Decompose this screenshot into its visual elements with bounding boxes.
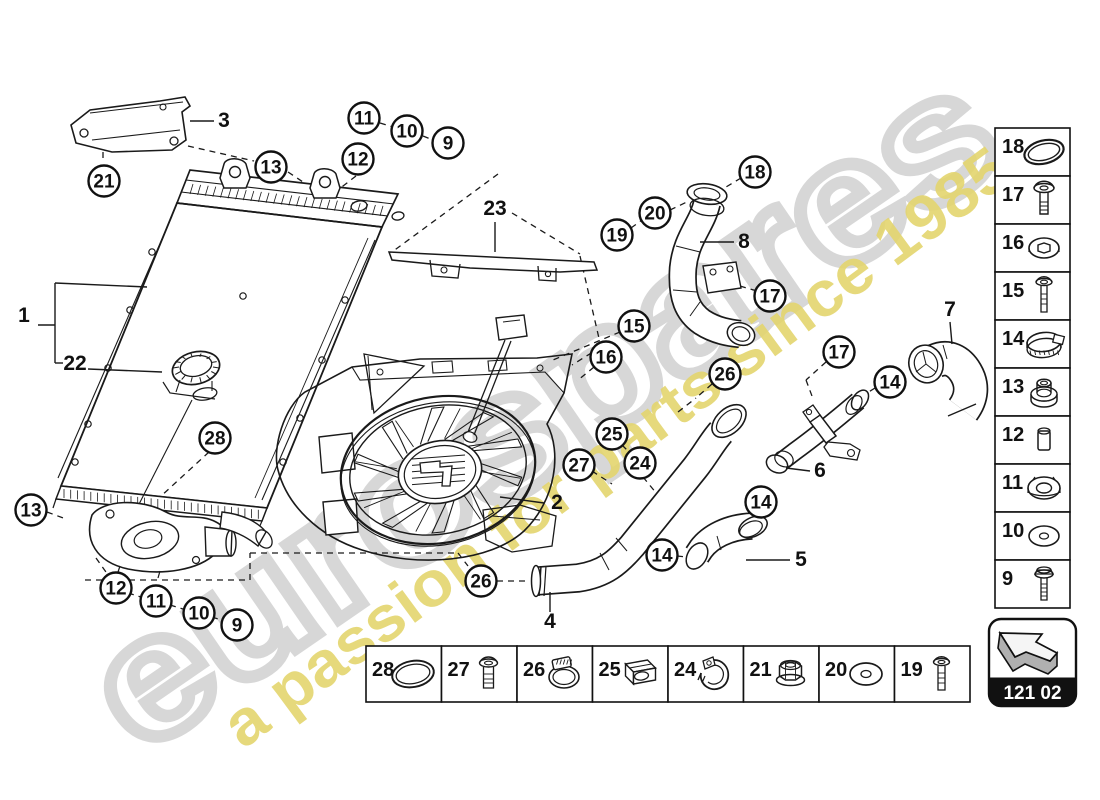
svg-text:10: 10 <box>1002 520 1024 542</box>
svg-text:27: 27 <box>448 659 470 681</box>
svg-text:17: 17 <box>828 343 849 364</box>
svg-text:3: 3 <box>218 109 230 132</box>
svg-text:9: 9 <box>232 616 243 637</box>
svg-text:14: 14 <box>879 373 901 394</box>
svg-text:24: 24 <box>674 659 697 681</box>
svg-text:19: 19 <box>901 659 923 681</box>
svg-text:4: 4 <box>544 610 556 633</box>
svg-text:18: 18 <box>1002 136 1024 158</box>
svg-text:10: 10 <box>396 122 417 143</box>
svg-text:26: 26 <box>523 659 545 681</box>
svg-text:10: 10 <box>188 604 209 625</box>
svg-text:2: 2 <box>551 491 563 514</box>
svg-text:12: 12 <box>347 150 368 171</box>
svg-text:9: 9 <box>443 134 454 155</box>
svg-text:6: 6 <box>814 459 826 482</box>
svg-text:15: 15 <box>1002 280 1024 302</box>
svg-text:13: 13 <box>1002 376 1024 398</box>
svg-text:11: 11 <box>1002 472 1023 494</box>
svg-text:22: 22 <box>63 352 86 375</box>
svg-text:16: 16 <box>595 348 616 369</box>
svg-text:25: 25 <box>599 659 621 681</box>
svg-text:13: 13 <box>20 501 41 522</box>
svg-text:11: 11 <box>354 109 375 130</box>
svg-text:18: 18 <box>744 163 765 184</box>
svg-text:1: 1 <box>18 304 30 327</box>
svg-text:20: 20 <box>644 204 665 225</box>
svg-text:8: 8 <box>738 230 750 253</box>
svg-text:14: 14 <box>1002 328 1025 350</box>
svg-text:14: 14 <box>651 546 673 567</box>
svg-text:17: 17 <box>1002 184 1024 206</box>
svg-text:121 02: 121 02 <box>1003 683 1061 704</box>
svg-text:20: 20 <box>825 659 847 681</box>
svg-text:7: 7 <box>944 298 956 321</box>
svg-text:17: 17 <box>759 287 780 308</box>
svg-text:28: 28 <box>372 659 394 681</box>
svg-text:24: 24 <box>629 454 651 475</box>
svg-text:19: 19 <box>606 226 627 247</box>
svg-text:27: 27 <box>568 456 589 477</box>
svg-text:28: 28 <box>204 429 225 450</box>
svg-text:14: 14 <box>750 493 772 514</box>
svg-text:12: 12 <box>105 579 126 600</box>
svg-text:13: 13 <box>260 158 281 179</box>
svg-text:21: 21 <box>750 659 772 681</box>
svg-text:21: 21 <box>93 172 115 193</box>
svg-text:23: 23 <box>483 197 506 220</box>
svg-text:15: 15 <box>623 317 645 338</box>
svg-text:12: 12 <box>1002 424 1024 446</box>
svg-text:26: 26 <box>470 572 491 593</box>
svg-text:5: 5 <box>795 548 807 571</box>
svg-text:16: 16 <box>1002 232 1024 254</box>
svg-text:9: 9 <box>1002 568 1013 590</box>
svg-text:26: 26 <box>714 365 735 386</box>
svg-text:11: 11 <box>146 592 167 613</box>
svg-text:25: 25 <box>601 425 623 446</box>
